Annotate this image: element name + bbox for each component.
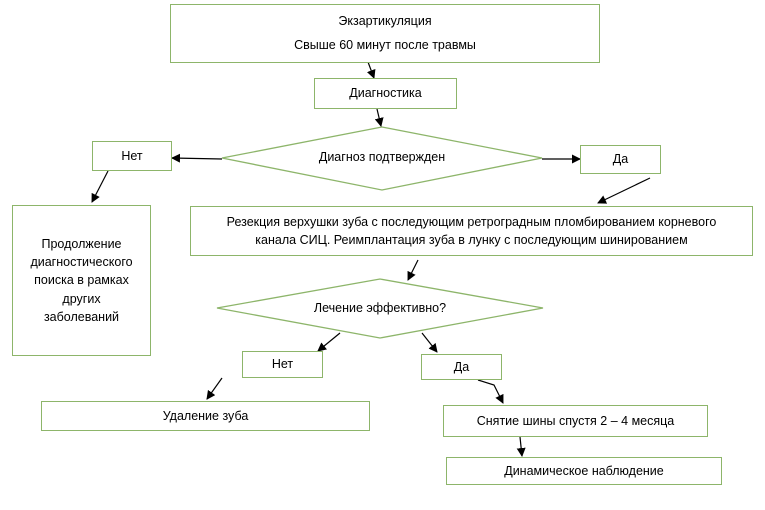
start-title: Экзартикуляция bbox=[338, 14, 432, 28]
start-subtitle: Свыше 60 минут после травмы bbox=[294, 38, 476, 53]
continue-search-label: Продолжение диагностического поиска в ра… bbox=[30, 237, 133, 324]
arrow-start-to-diagnostics bbox=[366, 61, 376, 79]
extraction-label: Удаление зуба bbox=[162, 408, 249, 423]
diagnostics-box: Диагностика bbox=[314, 78, 457, 109]
arrow-yes2-to-splint bbox=[477, 379, 504, 404]
extraction-box: Удаление зуба bbox=[41, 401, 370, 431]
splint-removal-label: Снятие шины спустя 2 – 4 месяца bbox=[476, 413, 675, 428]
arrow-diamond-to-yes2 bbox=[421, 332, 438, 353]
yes-box-2: Да bbox=[421, 354, 502, 380]
splint-removal-box: Снятие шины спустя 2 – 4 месяца bbox=[443, 405, 708, 437]
no-box-2: Нет bbox=[242, 351, 323, 378]
no-label-2: Нет bbox=[271, 357, 294, 372]
arrow-no1-to-continue bbox=[91, 170, 109, 203]
diagnosis-confirmed-label: Диагноз подтвержден bbox=[318, 150, 446, 164]
arrow-diamond-to-no2 bbox=[317, 332, 341, 352]
diagnostics-label: Диагностика bbox=[349, 86, 422, 101]
yes-label-1: Да bbox=[612, 152, 629, 167]
arrow-yes1-to-resection bbox=[597, 177, 651, 204]
start-box: Экзартикуляция Свыше 60 минут после трав… bbox=[170, 4, 600, 63]
observation-label: Динамическое наблюдение bbox=[504, 463, 664, 478]
no-box-1: Нет bbox=[92, 141, 172, 171]
arrow-splint-to-observation bbox=[516, 436, 526, 457]
decision-diamond-diagnosis bbox=[221, 126, 543, 191]
arrow-no2-to-extraction bbox=[206, 377, 223, 400]
resection-line-2: канала СИЦ. Реимплантация зуба в лунку с… bbox=[255, 233, 688, 247]
arrow-diamond-to-no1 bbox=[171, 153, 223, 163]
continue-search-box: Продолжение диагностического поиска в ра… bbox=[12, 205, 151, 356]
yes-box-1: Да bbox=[580, 145, 661, 174]
observation-box: Динамическое наблюдение bbox=[446, 457, 722, 485]
yes-label-2: Да bbox=[453, 359, 470, 374]
treatment-effective-label: Лечение эффективно? bbox=[313, 301, 447, 315]
resection-line-1: Резекция верхушки зуба с последующим рет… bbox=[226, 214, 717, 229]
arrow-diagnostics-to-diamond bbox=[374, 108, 384, 127]
arrow-resection-to-diamond bbox=[407, 259, 419, 281]
no-label-1: Нет bbox=[121, 148, 143, 163]
decision-diamond-treatment bbox=[216, 278, 544, 339]
resection-box: Резекция верхушки зуба с последующим рет… bbox=[190, 206, 753, 256]
